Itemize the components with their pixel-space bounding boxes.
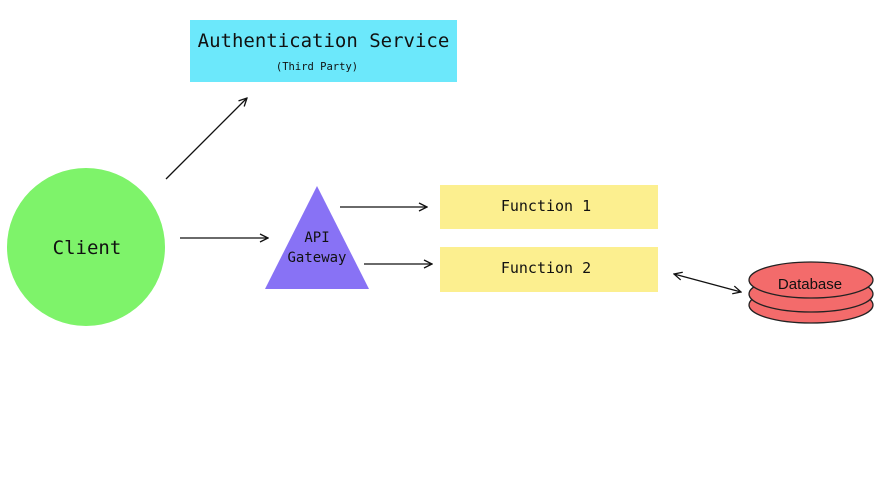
auth-service-subtitle: (Third Party) bbox=[276, 61, 358, 73]
auth-service-node: Authentication Service (Third Party) bbox=[190, 20, 457, 82]
function-1-box bbox=[440, 185, 658, 229]
arrow-client-to-auth bbox=[165, 98, 247, 180]
api-gateway-node: API Gateway bbox=[265, 186, 369, 289]
api-gateway-label-line1: API bbox=[304, 230, 329, 246]
auth-service-title: Authentication Service bbox=[198, 30, 450, 52]
auth-service-box bbox=[190, 20, 457, 82]
function-2-node: Function 2 bbox=[440, 247, 658, 292]
client-node: Client bbox=[7, 168, 165, 326]
database-node: Database bbox=[748, 261, 874, 324]
client-circle bbox=[7, 168, 165, 326]
api-gateway-triangle bbox=[265, 186, 369, 289]
function-1-node: Function 1 bbox=[440, 185, 658, 229]
function-2-label: Function 2 bbox=[501, 259, 591, 277]
database-label: Database bbox=[778, 276, 842, 293]
function-1-label: Function 1 bbox=[501, 197, 591, 215]
api-gateway-label-line2: Gateway bbox=[287, 250, 346, 266]
arrow-function-2-database bbox=[674, 274, 741, 292]
client-label: Client bbox=[53, 237, 122, 259]
database-disk-top bbox=[748, 261, 874, 299]
function-2-box bbox=[440, 247, 658, 292]
